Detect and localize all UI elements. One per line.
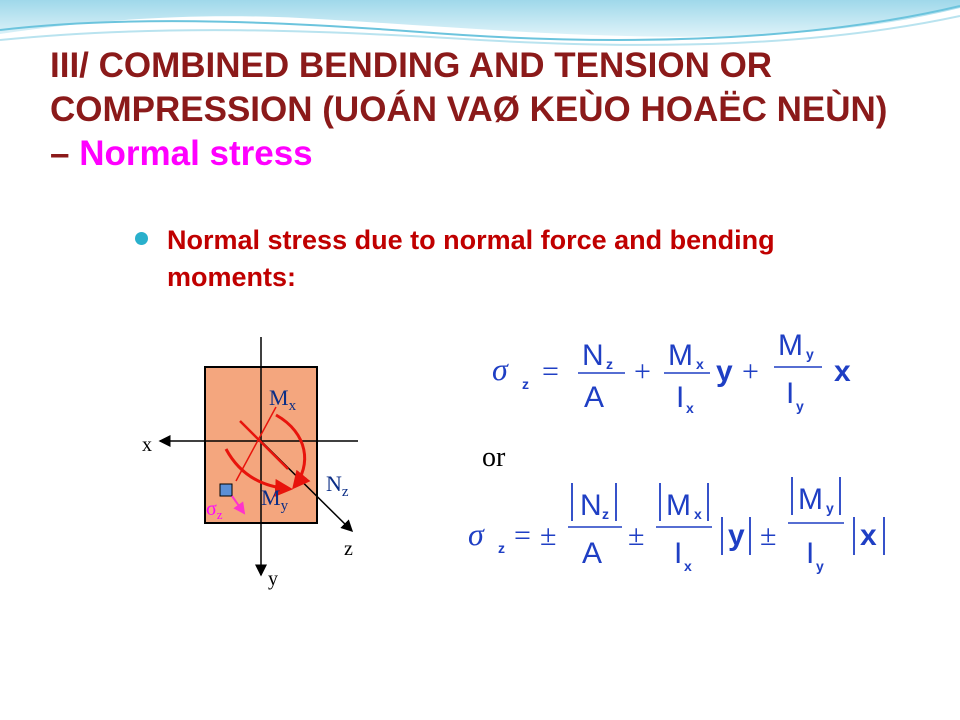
x-axis-label: x <box>142 434 152 456</box>
svg-text:x: x <box>860 519 877 552</box>
svg-text:y: y <box>816 558 824 574</box>
svg-text:z: z <box>522 376 529 392</box>
svg-text:x: x <box>686 400 694 416</box>
svg-text:z: z <box>498 540 505 556</box>
svg-text:y: y <box>826 500 834 516</box>
slide-title: III/ COMBINED BENDING AND TENSION OR COM… <box>50 44 910 176</box>
stress-label: σz <box>206 498 223 522</box>
moment-y-label: My <box>261 485 289 514</box>
y-axis-label: y <box>268 568 278 590</box>
svg-text:±: ± <box>540 519 556 552</box>
svg-text:y: y <box>716 355 733 388</box>
moment-diagonal <box>239 420 289 470</box>
moment-x-arc <box>275 413 311 490</box>
moment-x-label: Mx <box>269 385 297 414</box>
svg-text:y: y <box>806 346 814 362</box>
formula-2: σ z = ± N z A ± M x I x y ± M y <box>468 477 885 574</box>
svg-text:A: A <box>582 537 602 570</box>
bullet-text: Normal stress due to normal force and be… <box>167 225 775 292</box>
svg-text:y: y <box>728 519 745 552</box>
cross-section-diagram: x y z Mx My Nz σz <box>142 337 358 590</box>
svg-text:σ: σ <box>468 516 485 552</box>
z-axis-label: z <box>344 538 353 560</box>
svg-text:x: x <box>694 506 702 522</box>
svg-text:N: N <box>580 489 602 522</box>
svg-text:N: N <box>582 339 604 372</box>
normal-stress-formulas: σ z = N z A + M x I x y + M y I y x σ z <box>468 329 885 574</box>
title-main: III/ COMBINED BENDING AND TENSION OR COM… <box>50 46 888 173</box>
or-label: or <box>482 442 506 473</box>
svg-text:x: x <box>684 558 692 574</box>
force-z-label: Nz <box>326 471 349 500</box>
svg-text:±: ± <box>760 519 776 552</box>
svg-text:M: M <box>666 489 691 522</box>
svg-text:σ: σ <box>492 351 509 387</box>
bullet-dot-icon <box>135 232 148 245</box>
moment-y-arc <box>224 448 293 497</box>
svg-text:I: I <box>806 537 814 570</box>
svg-text:=: = <box>514 519 531 552</box>
stress-element <box>219 483 233 497</box>
moment-diagonal-2 <box>235 406 277 482</box>
svg-text:M: M <box>778 329 803 362</box>
stress-arrow <box>231 495 246 515</box>
svg-text:M: M <box>798 483 823 516</box>
svg-text:±: ± <box>628 519 644 552</box>
svg-text:z: z <box>602 506 609 522</box>
svg-text:=: = <box>542 355 559 388</box>
svg-text:I: I <box>786 377 794 410</box>
svg-text:x: x <box>834 355 851 388</box>
bullet-item: Normal stress due to normal force and be… <box>135 222 895 296</box>
header-wave-decoration <box>0 0 960 46</box>
title-highlight: Normal stress <box>79 134 313 173</box>
svg-text:z: z <box>606 356 613 372</box>
svg-text:y: y <box>796 398 804 414</box>
svg-text:I: I <box>674 537 682 570</box>
svg-text:+: + <box>634 355 651 388</box>
svg-text:M: M <box>668 339 693 372</box>
svg-text:+: + <box>742 355 759 388</box>
svg-text:x: x <box>696 356 704 372</box>
svg-text:I: I <box>676 381 684 414</box>
formula-1: σ z = N z A + M x I x y + M y I y x <box>492 329 851 416</box>
svg-text:A: A <box>584 381 604 414</box>
